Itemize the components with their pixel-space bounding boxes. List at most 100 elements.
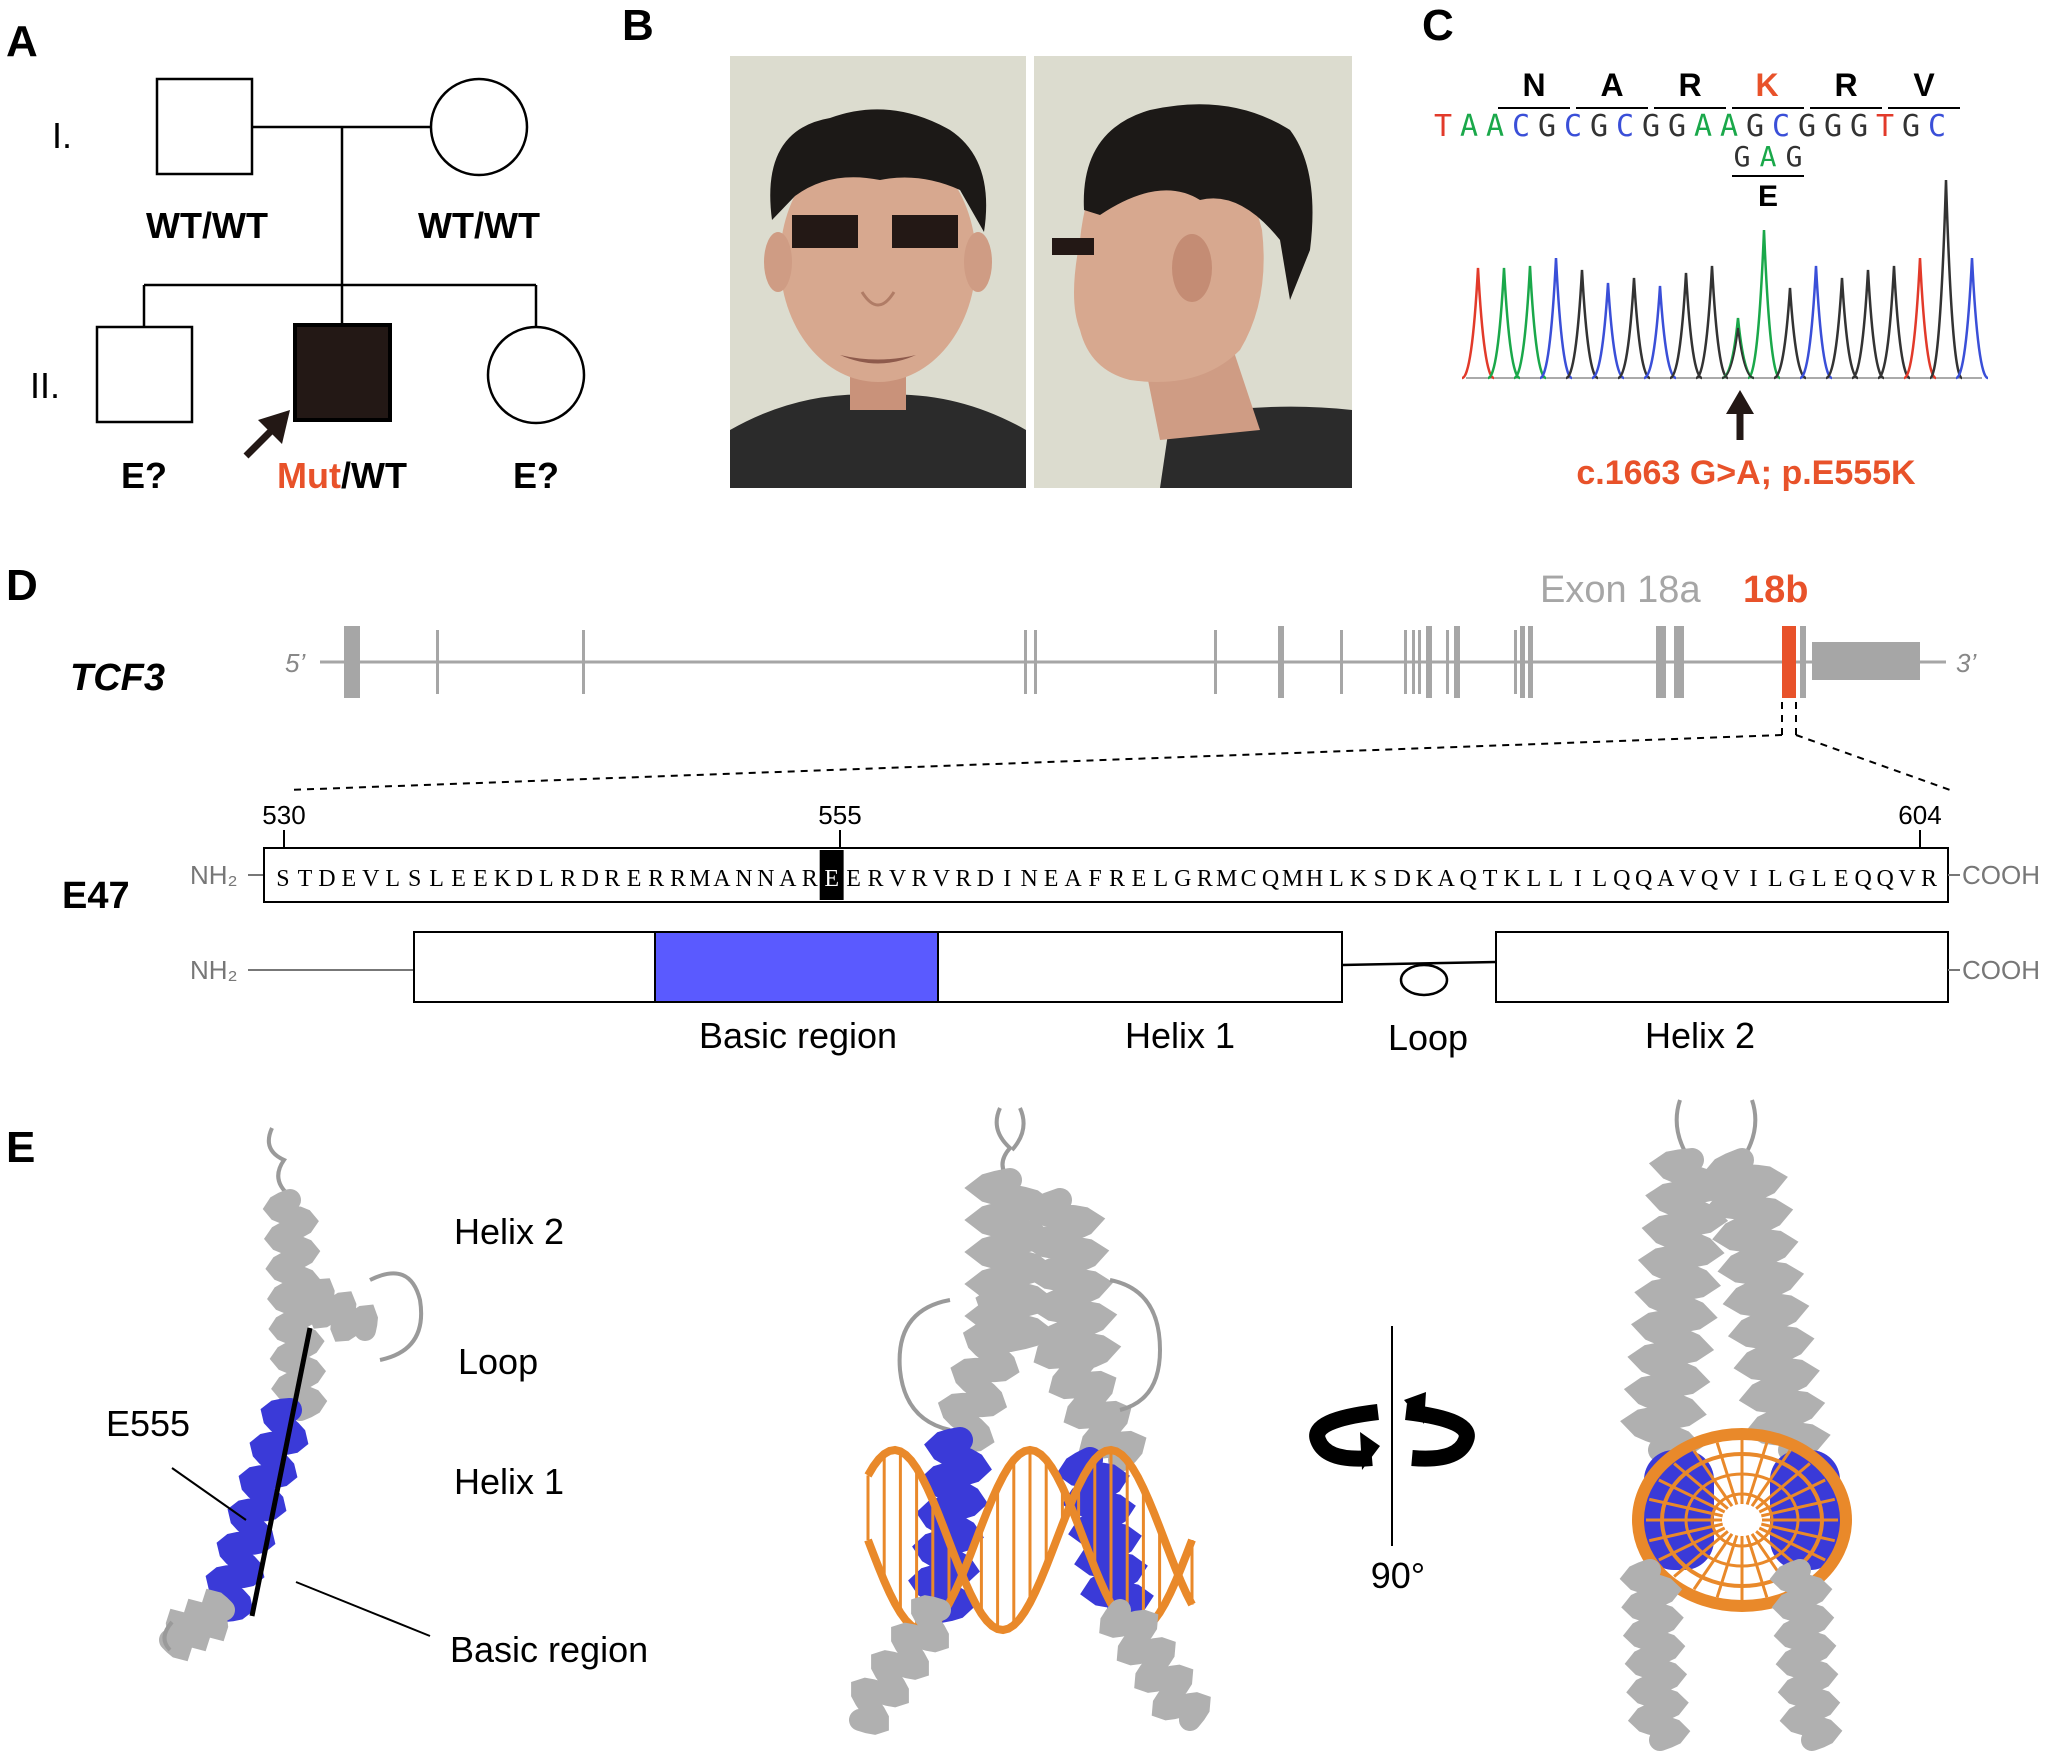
residue: D bbox=[318, 866, 335, 892]
rotation-label: 90° bbox=[1371, 1555, 1425, 1596]
domain-loop bbox=[1399, 963, 1449, 997]
chromatogram-peak bbox=[1695, 265, 1729, 380]
base: G bbox=[1590, 109, 1608, 144]
exon bbox=[1674, 626, 1684, 698]
residue: V bbox=[1679, 866, 1697, 892]
wt-base: G bbox=[1786, 140, 1803, 173]
sibling-3-circle bbox=[486, 325, 586, 425]
dimer-dna-end-view bbox=[1619, 1099, 1852, 1751]
exon bbox=[1514, 630, 1517, 694]
exon bbox=[1800, 626, 1806, 698]
base: A bbox=[1486, 109, 1504, 144]
residue: G bbox=[1789, 866, 1806, 892]
residue: M bbox=[689, 866, 710, 892]
dna-base-spoke bbox=[1658, 1478, 1726, 1514]
aa-r2: R bbox=[1834, 67, 1857, 103]
exon bbox=[1412, 630, 1415, 694]
residue: M bbox=[1282, 866, 1303, 892]
dna-base-spoke bbox=[1755, 1462, 1811, 1510]
proband-genotype: Mut/WT bbox=[277, 455, 407, 496]
chromatogram-peak-het bbox=[1721, 327, 1755, 379]
basic-region-bracket bbox=[249, 1327, 313, 1617]
exon bbox=[344, 626, 360, 698]
residue: E bbox=[473, 866, 488, 892]
residue: R bbox=[1197, 866, 1213, 892]
residue: Q bbox=[1262, 866, 1279, 892]
residue: R bbox=[560, 866, 576, 892]
exon bbox=[1340, 630, 1343, 694]
generation-2-label: II. bbox=[30, 365, 60, 406]
base: G bbox=[1668, 109, 1686, 144]
chromatogram-peak bbox=[1461, 267, 1495, 380]
residue: E bbox=[341, 866, 356, 892]
dna-base-spoke bbox=[1715, 1535, 1739, 1598]
residue: V bbox=[933, 866, 951, 892]
dna-base-spoke bbox=[1758, 1478, 1826, 1514]
exon-18a-label: Exon 18a bbox=[1540, 569, 1701, 611]
residue: Q bbox=[1876, 866, 1893, 892]
zoom-lines bbox=[287, 702, 1951, 791]
exon bbox=[1404, 630, 1407, 694]
dna-base-spoke bbox=[1673, 1462, 1729, 1510]
struct-label-loop: Loop bbox=[458, 1341, 538, 1382]
monomer-structure bbox=[159, 1127, 424, 1662]
residue-530: 530 bbox=[262, 800, 305, 830]
father-square bbox=[155, 77, 254, 176]
base: G bbox=[1538, 109, 1556, 144]
struct-label-basic: Basic region bbox=[450, 1629, 648, 1670]
utr-block bbox=[1812, 642, 1920, 680]
dna-base-spoke bbox=[1750, 1449, 1792, 1507]
residue: A bbox=[1657, 866, 1675, 892]
residue: D bbox=[582, 866, 599, 892]
residue: Q bbox=[1635, 866, 1652, 892]
exon-18b-label: 18b bbox=[1743, 569, 1808, 611]
mother-genotype: WT/WT bbox=[418, 205, 540, 246]
panel-e-structure: E Helix 2 Loop E555 Helix 1 Basic region bbox=[6, 1099, 1852, 1751]
residue: L bbox=[1329, 866, 1344, 892]
chromatogram-peak bbox=[1903, 257, 1937, 380]
panel-label-a: A bbox=[6, 17, 38, 66]
chromatogram-peak bbox=[1721, 317, 1755, 380]
base: G bbox=[1850, 109, 1868, 144]
dna-base-spoke bbox=[1745, 1535, 1769, 1598]
residue: D bbox=[516, 866, 533, 892]
aa-k-mutant: K bbox=[1755, 67, 1778, 103]
exon bbox=[1454, 626, 1460, 698]
exon bbox=[1034, 630, 1037, 694]
aa-n: N bbox=[1522, 67, 1545, 103]
label-loop: Loop bbox=[1388, 1017, 1468, 1058]
residue: A bbox=[713, 866, 731, 892]
mutation-label: c.1663 G>A; p.E555K bbox=[1576, 454, 1916, 492]
base: A bbox=[1694, 109, 1712, 144]
exon bbox=[1418, 630, 1421, 694]
dna-base-spoke bbox=[1648, 1497, 1724, 1518]
residue: L bbox=[1549, 866, 1564, 892]
residue: L bbox=[385, 866, 400, 892]
chromatogram-peak bbox=[1669, 272, 1703, 380]
residue: G bbox=[1174, 866, 1191, 892]
residue: A bbox=[1064, 866, 1082, 892]
dna-base-spoke bbox=[1648, 1522, 1724, 1543]
chromatogram-peak bbox=[1825, 277, 1859, 380]
chromatogram bbox=[1461, 179, 1989, 380]
seq-nterm-label: NH₂ bbox=[190, 860, 238, 890]
domain-helix2-box bbox=[1495, 931, 1949, 1003]
residue: N bbox=[1021, 866, 1038, 892]
residue: N bbox=[757, 866, 774, 892]
residue: R bbox=[604, 866, 620, 892]
e47-sequence-box bbox=[263, 847, 1949, 903]
base: G bbox=[1798, 109, 1816, 144]
gene-exons bbox=[344, 626, 1806, 698]
domain-basic-region bbox=[654, 931, 939, 1003]
residue: L bbox=[1154, 866, 1169, 892]
residue: L bbox=[429, 866, 444, 892]
residue: Q bbox=[1459, 866, 1476, 892]
exon bbox=[1278, 626, 1284, 698]
residue: T bbox=[1483, 866, 1498, 892]
dna-base-spoke bbox=[1658, 1526, 1726, 1562]
domain-cterm-label: COOH bbox=[1962, 955, 2040, 985]
residue: L bbox=[1812, 866, 1827, 892]
base: C bbox=[1928, 109, 1946, 144]
dna-strand bbox=[864, 1445, 1196, 1635]
